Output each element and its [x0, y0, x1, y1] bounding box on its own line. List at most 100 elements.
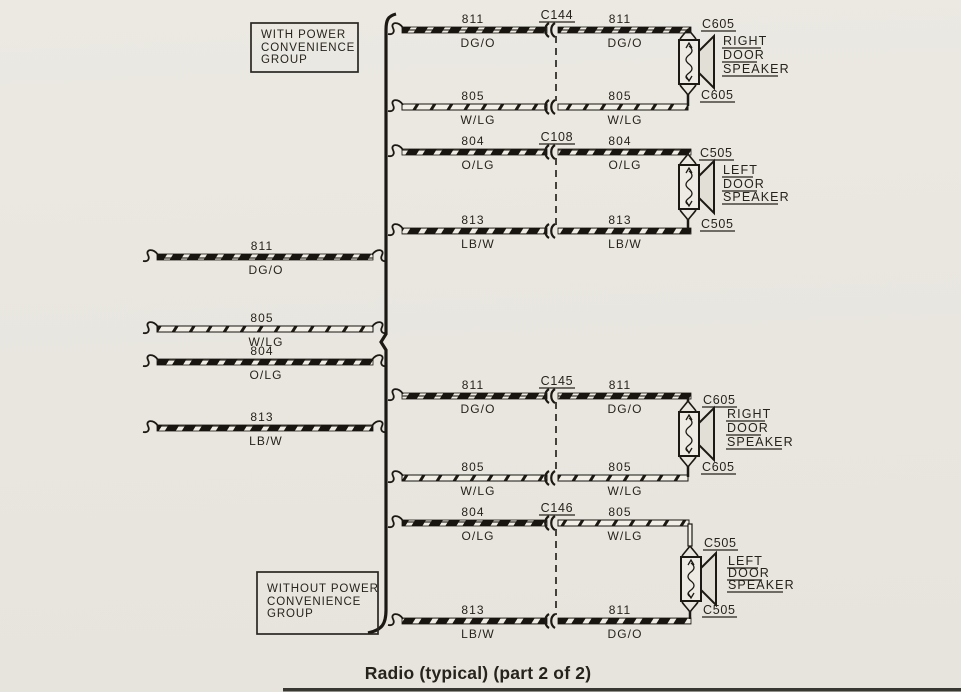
wire-circuit-label: 811 — [609, 603, 631, 617]
wire-circuit-label: 813 — [608, 213, 631, 227]
wire-circuit-label: 805 — [461, 460, 484, 474]
wire-segment — [557, 519, 690, 527]
connector-label: C108 — [541, 130, 574, 144]
wire-end-squiggle — [387, 470, 404, 484]
callout-line: WITHOUT POWER — [267, 583, 379, 595]
wire-segment — [401, 519, 548, 527]
speaker-name: RIGHT — [727, 407, 771, 421]
wire-color-label: DG/O — [607, 402, 642, 416]
wire-circuit-label: 805 — [608, 460, 631, 474]
wire-end-squiggle — [142, 321, 159, 335]
scan-edge-artifact — [283, 688, 961, 692]
wire-end-squiggle — [142, 420, 159, 434]
with-power-callout-box — [250, 22, 359, 73]
wire-end-squiggle — [387, 99, 404, 113]
wire-color-label: O/LG — [461, 158, 494, 172]
wire-segment — [401, 392, 548, 400]
callout-line: CONVENIENCE — [261, 42, 355, 54]
connector-label: C605 — [702, 17, 735, 31]
speaker-name: DOOR — [727, 421, 769, 435]
wire-color-label: DG/O — [607, 36, 642, 50]
callout-line: GROUP — [267, 608, 314, 620]
wire-color-label: DG/O — [460, 402, 495, 416]
wire-circuit-label: 804 — [461, 505, 484, 519]
speaker-name: DOOR — [723, 48, 765, 62]
wire-circuit-label: 811 — [251, 239, 273, 253]
wire-circuit-label: 811 — [609, 378, 631, 392]
harness-brace — [367, 12, 397, 635]
wire-circuit-label: 805 — [608, 89, 631, 103]
wire-circuit-label: 811 — [462, 12, 484, 26]
wire-circuit-label: 813 — [461, 603, 484, 617]
connector-label: C146 — [541, 501, 574, 515]
wire-segment — [557, 617, 692, 625]
wire-color-label: O/LG — [608, 158, 641, 172]
wire-end-squiggle — [387, 613, 404, 627]
wire-circuit-label: 804 — [250, 344, 273, 358]
wire-color-label: LB/W — [608, 237, 642, 251]
wire-end-squiggle — [387, 388, 404, 402]
wire-color-label: W/LG — [460, 113, 495, 127]
harness-stubs-section: 811 DG/O 805 W/LG 804 O/LG 813 LB/W — [142, 239, 388, 448]
speaker-name: LEFT — [723, 163, 758, 177]
wire-color-label: O/LG — [249, 368, 282, 382]
wire-segment — [557, 474, 689, 482]
speaker-lead — [687, 523, 693, 547]
wire-segment — [557, 148, 692, 156]
wire-segment — [557, 227, 692, 235]
speaker-name: SPEAKER — [728, 578, 795, 592]
wire-color-label: DG/O — [248, 263, 283, 277]
callout-line: CONVENIENCE — [267, 596, 361, 608]
wire-circuit-label: 805 — [461, 89, 484, 103]
wire-circuit-label: 813 — [461, 213, 484, 227]
wire-segment — [401, 103, 548, 111]
wire-circuit-label: 813 — [250, 410, 273, 424]
wire-color-label: LB/W — [249, 434, 283, 448]
wire-end-squiggle — [387, 22, 404, 36]
speaker-name: SPEAKER — [723, 190, 790, 204]
wire-segment — [156, 253, 374, 261]
wire-color-label: DG/O — [607, 627, 642, 641]
wire-color-label: DG/O — [460, 36, 495, 50]
wire-segment — [156, 358, 374, 366]
wire-color-label: W/LG — [607, 529, 642, 543]
speaker-name: SPEAKER — [723, 62, 790, 76]
connector-label: C605 — [702, 460, 735, 474]
wire-segment — [156, 325, 374, 333]
speaker-name: RIGHT — [723, 34, 767, 48]
wire-end-squiggle — [142, 249, 159, 263]
wire-color-label: W/LG — [248, 335, 283, 349]
speaker-name: DOOR — [728, 566, 770, 580]
with-power-group-section: WITH POWER CONVENIENCE GROUP 811 DG/O C1… — [250, 8, 790, 251]
wire-color-label: LB/W — [461, 627, 495, 641]
speaker-icon — [678, 400, 715, 468]
wire-circuit-label: 804 — [461, 134, 484, 148]
speaker-name: DOOR — [723, 177, 765, 191]
wire-segment — [156, 424, 374, 432]
callout-line: WITH POWER — [261, 29, 346, 41]
connector-label: C605 — [701, 88, 734, 102]
wire-circuit-label: 805 — [250, 311, 273, 325]
wire-color-label: W/LG — [607, 484, 642, 498]
wire-segment — [401, 474, 548, 482]
wire-circuit-label: 811 — [609, 12, 631, 26]
wire-segment — [401, 227, 548, 235]
speaker-icon — [678, 28, 715, 96]
connector-label: C505 — [701, 217, 734, 231]
wire-color-label: O/LG — [461, 529, 494, 543]
wire-segment — [557, 26, 692, 34]
wire-end-squiggle — [387, 223, 404, 237]
wire-color-label: LB/W — [461, 237, 495, 251]
connector-label: C505 — [704, 536, 737, 550]
wire-segment — [557, 392, 692, 400]
wire-color-label: W/LG — [460, 484, 495, 498]
wire-color-label: W/LG — [607, 113, 642, 127]
callout-line: GROUP — [261, 54, 308, 66]
without-power-group-section: WITHOUT POWER CONVENIENCE GROUP 811 DG/O… — [256, 374, 795, 641]
wire-segment — [557, 103, 689, 111]
connector-label: C145 — [541, 374, 574, 388]
connector-label: C505 — [700, 146, 733, 160]
wire-end-squiggle — [142, 354, 159, 368]
